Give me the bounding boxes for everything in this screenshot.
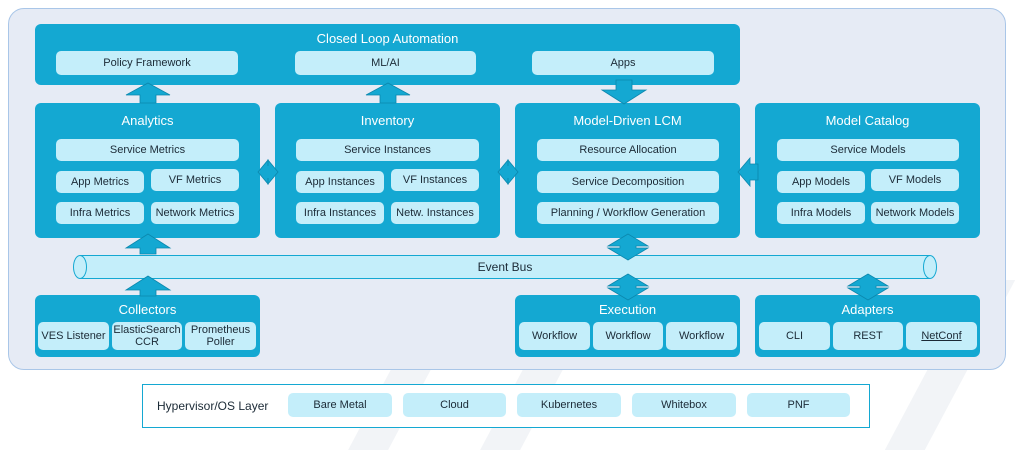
service-metrics-pill[interactable]: Service Metrics (56, 139, 239, 161)
execution-title: Execution (598, 302, 657, 317)
adapters-title: Adapters (841, 302, 894, 317)
ml-ai-pill[interactable]: ML/AI (295, 51, 476, 75)
planning-workflow-generation-pill[interactable]: Planning / Workflow Generation (537, 202, 719, 224)
rest-pill[interactable]: REST (833, 322, 903, 350)
network-instances-pill[interactable]: Netw. Instances (391, 202, 479, 224)
cli-pill[interactable]: CLI (759, 322, 830, 350)
event-bus-right-cap (923, 255, 937, 279)
model-driven-lcm-title: Model-Driven LCM (573, 113, 682, 128)
vf-models-pill[interactable]: VF Models (871, 169, 959, 191)
up-arrow-bus-to-analytics (124, 233, 172, 255)
policy-framework-pill[interactable]: Policy Framework (56, 51, 238, 75)
whitebox-pill[interactable]: Whitebox (632, 393, 736, 417)
ves-listener-pill[interactable]: VES Listener (38, 322, 109, 350)
apps-pill[interactable]: Apps (532, 51, 714, 75)
app-instances-pill[interactable]: App Instances (296, 171, 384, 193)
infra-models-pill[interactable]: Infra Models (777, 202, 865, 224)
double-arrow-inventory-lcm (497, 158, 519, 186)
infra-instances-pill[interactable]: Infra Instances (296, 202, 384, 224)
netconf-pill[interactable]: NetConf (906, 322, 977, 350)
double-arrow-lcm-bus (606, 233, 650, 261)
vf-metrics-pill[interactable]: VF Metrics (151, 169, 239, 191)
bare-metal-pill[interactable]: Bare Metal (288, 393, 392, 417)
event-bus-body (80, 255, 930, 279)
analytics-title: Analytics (121, 113, 174, 128)
resource-allocation-pill[interactable]: Resource Allocation (537, 139, 719, 161)
service-instances-pill[interactable]: Service Instances (296, 139, 479, 161)
up-arrow-collectors-to-bus (124, 275, 172, 297)
up-arrow-analytics-to-policy (125, 82, 171, 104)
up-arrow-inventory-to-mlai (365, 82, 411, 104)
workflow-pill-2[interactable]: Workflow (593, 322, 663, 350)
event-bus-label: Event Bus (477, 260, 533, 274)
closed-loop-automation-title: Closed Loop Automation (316, 31, 459, 46)
network-models-pill[interactable]: Network Models (871, 202, 959, 224)
workflow-pill-1[interactable]: Workflow (519, 322, 590, 350)
kubernetes-pill[interactable]: Kubernetes (517, 393, 621, 417)
double-arrow-bus-execution (606, 273, 650, 301)
model-catalog-title: Model Catalog (825, 113, 910, 128)
hypervisor-os-layer (142, 384, 870, 428)
app-models-pill[interactable]: App Models (777, 171, 865, 193)
service-models-pill[interactable]: Service Models (777, 139, 959, 161)
prometheus-poller-pill[interactable]: Prometheus Poller (185, 322, 256, 350)
cloud-pill[interactable]: Cloud (403, 393, 506, 417)
service-decomposition-pill[interactable]: Service Decomposition (537, 171, 719, 193)
left-arrow-catalog-to-lcm (737, 156, 759, 188)
network-metrics-pill[interactable]: Network Metrics (151, 202, 239, 224)
event-bus-left-cap (73, 255, 87, 279)
elasticsearch-ccr-pill[interactable]: ElasticSearch CCR (112, 322, 182, 350)
double-arrow-bus-adapters (846, 273, 890, 301)
collectors-title: Collectors (118, 302, 177, 317)
app-metrics-pill[interactable]: App Metrics (56, 171, 144, 193)
infra-metrics-pill[interactable]: Infra Metrics (56, 202, 144, 224)
hypervisor-os-label: Hypervisor/OS Layer (157, 399, 269, 413)
double-arrow-analytics-inventory (257, 158, 279, 186)
workflow-pill-3[interactable]: Workflow (666, 322, 737, 350)
vf-instances-pill[interactable]: VF Instances (391, 169, 479, 191)
inventory-title: Inventory (360, 113, 415, 128)
connector-arrows (124, 79, 890, 301)
down-arrow-apps-to-lcm (600, 79, 648, 105)
pnf-pill[interactable]: PNF (747, 393, 850, 417)
